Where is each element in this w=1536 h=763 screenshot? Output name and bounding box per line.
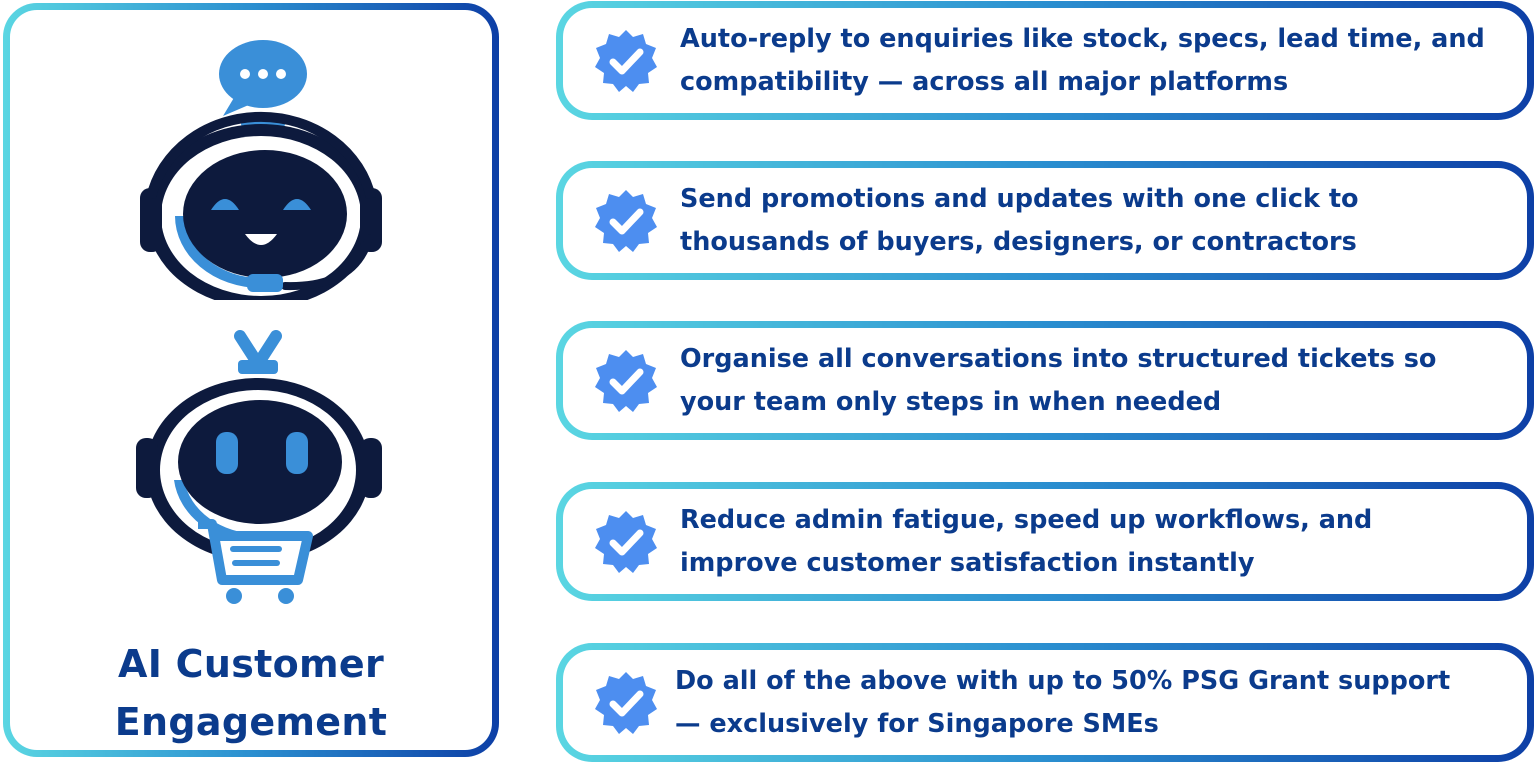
feature-text: Organise all conversations into structur… xyxy=(680,338,1507,424)
verified-check-badge-icon xyxy=(595,510,657,573)
shopping-cart-robot-icon xyxy=(136,330,382,604)
verified-check-badge-icon xyxy=(595,671,657,734)
feature-line-1: Send promotions and updates with one cli… xyxy=(680,183,1359,214)
antenna-icon xyxy=(234,330,282,374)
feature-card-admin-fatigue: Reduce admin fatigue, speed up workflows… xyxy=(556,482,1534,601)
panel-title-line-1: AI Customer xyxy=(117,642,385,686)
feature-card-psg-grant: Do all of the above with up to 50% PSG G… xyxy=(556,643,1534,762)
feature-line-2: — exclusively for Singapore SMEs xyxy=(675,708,1159,739)
feature-line-1: Reduce admin fatigue, speed up workflows… xyxy=(680,504,1373,535)
cart-icon xyxy=(198,519,313,604)
verified-check-badge-icon xyxy=(595,29,657,92)
feature-line-2: improve customer satisfaction instantly xyxy=(680,547,1255,578)
panel-title: AI Customer Engagement xyxy=(10,635,492,751)
feature-card-tickets: Organise all conversations into structur… xyxy=(556,321,1534,440)
feature-card-promotions: Send promotions and updates with one cli… xyxy=(556,161,1534,280)
verified-check-badge-icon xyxy=(595,349,657,412)
feature-card-auto-reply: Auto-reply to enquiries like stock, spec… xyxy=(556,1,1534,120)
feature-text: Do all of the above with up to 50% PSG G… xyxy=(675,660,1507,746)
feature-line-1: Organise all conversations into structur… xyxy=(680,343,1437,374)
feature-line-2: your team only steps in when needed xyxy=(680,386,1222,417)
feature-line-1: Auto-reply to enquiries like stock, spec… xyxy=(680,23,1485,54)
feature-text: Reduce admin fatigue, speed up workflows… xyxy=(680,499,1507,585)
panel-title-line-2: Engagement xyxy=(114,700,388,744)
feature-text: Auto-reply to enquiries like stock, spec… xyxy=(680,18,1507,104)
feature-line-2: compatibility — across all major platfor… xyxy=(680,66,1289,97)
chat-robot-headset-icon xyxy=(140,40,382,300)
feature-line-2: thousands of buyers, designers, or contr… xyxy=(680,226,1357,257)
feature-line-1: Do all of the above with up to 50% PSG G… xyxy=(675,665,1451,696)
feature-text: Send promotions and updates with one cli… xyxy=(680,178,1507,264)
chat-bubble-icon xyxy=(219,40,307,116)
left-panel-card: AI Customer Engagement xyxy=(3,3,499,757)
verified-check-badge-icon xyxy=(595,189,657,252)
